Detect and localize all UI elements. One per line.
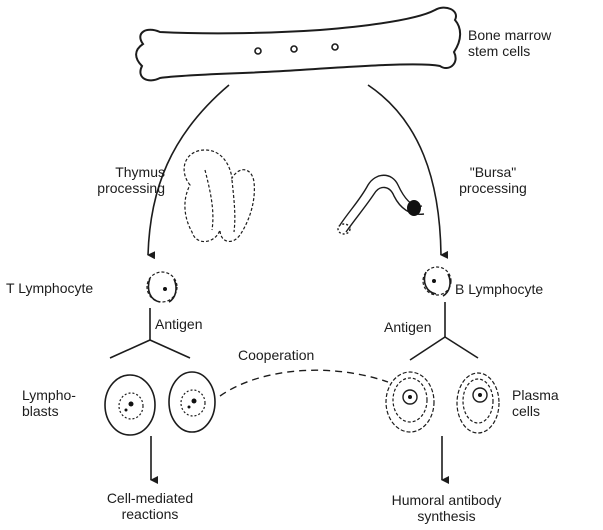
lymphoblasts-label-line1: Lympho- xyxy=(22,387,76,403)
thymus-label: Thymus processing xyxy=(60,164,165,196)
plasma-cell xyxy=(457,373,499,433)
thymus-icon xyxy=(184,150,254,242)
stem-cells-label: Bone marrow stem cells xyxy=(468,27,551,59)
cell-mediated-label-line2: reactions xyxy=(75,506,225,522)
arrow-to-b-lymphocyte xyxy=(368,85,441,255)
b-lymphocyte-label: B Lymphocyte xyxy=(455,281,543,297)
lymphoblasts-label-line2: blasts xyxy=(22,403,76,419)
bursa-label-line2: processing xyxy=(438,180,548,196)
cooperation-label: Cooperation xyxy=(238,347,314,363)
bursa-icon xyxy=(338,175,424,234)
lymphoblast-cell xyxy=(169,372,215,432)
antigen-left-label: Antigen xyxy=(155,316,202,332)
b-lymphocyte-cell xyxy=(423,267,451,296)
humoral-label-line2: synthesis xyxy=(374,508,519,524)
bursa-label: "Bursa" processing xyxy=(438,164,548,196)
stem-cell-dot xyxy=(332,44,338,50)
lymphoblasts-label: Lympho- blasts xyxy=(22,387,76,419)
stem-cells-label-line1: Bone marrow xyxy=(468,27,551,43)
cell-mediated-label: Cell-mediated reactions xyxy=(75,490,225,522)
t-lymphocyte-label: T Lymphocyte xyxy=(6,280,93,296)
lymphoblast-cell xyxy=(105,375,155,435)
thymus-label-line1: Thymus xyxy=(60,164,165,180)
plasma-cells-label-line2: cells xyxy=(512,403,559,419)
bone-marrow-bone xyxy=(136,8,460,81)
thymus-label-line2: processing xyxy=(60,180,165,196)
cooperation-line xyxy=(220,370,388,396)
stem-cell-dot xyxy=(255,48,261,54)
plasma-cell xyxy=(386,372,434,432)
bursa-label-line1: "Bursa" xyxy=(438,164,548,180)
stem-cell-dot xyxy=(291,46,297,52)
antigen-right-label: Antigen xyxy=(384,319,431,335)
stem-cells-label-line2: stem cells xyxy=(468,43,551,59)
cell-mediated-label-line1: Cell-mediated xyxy=(75,490,225,506)
plasma-cells-label: Plasma cells xyxy=(512,387,559,419)
humoral-label: Humoral antibody synthesis xyxy=(374,492,519,524)
plasma-cells-label-line1: Plasma xyxy=(512,387,559,403)
t-lymphocyte-cell xyxy=(147,272,177,302)
humoral-label-line1: Humoral antibody xyxy=(374,492,519,508)
